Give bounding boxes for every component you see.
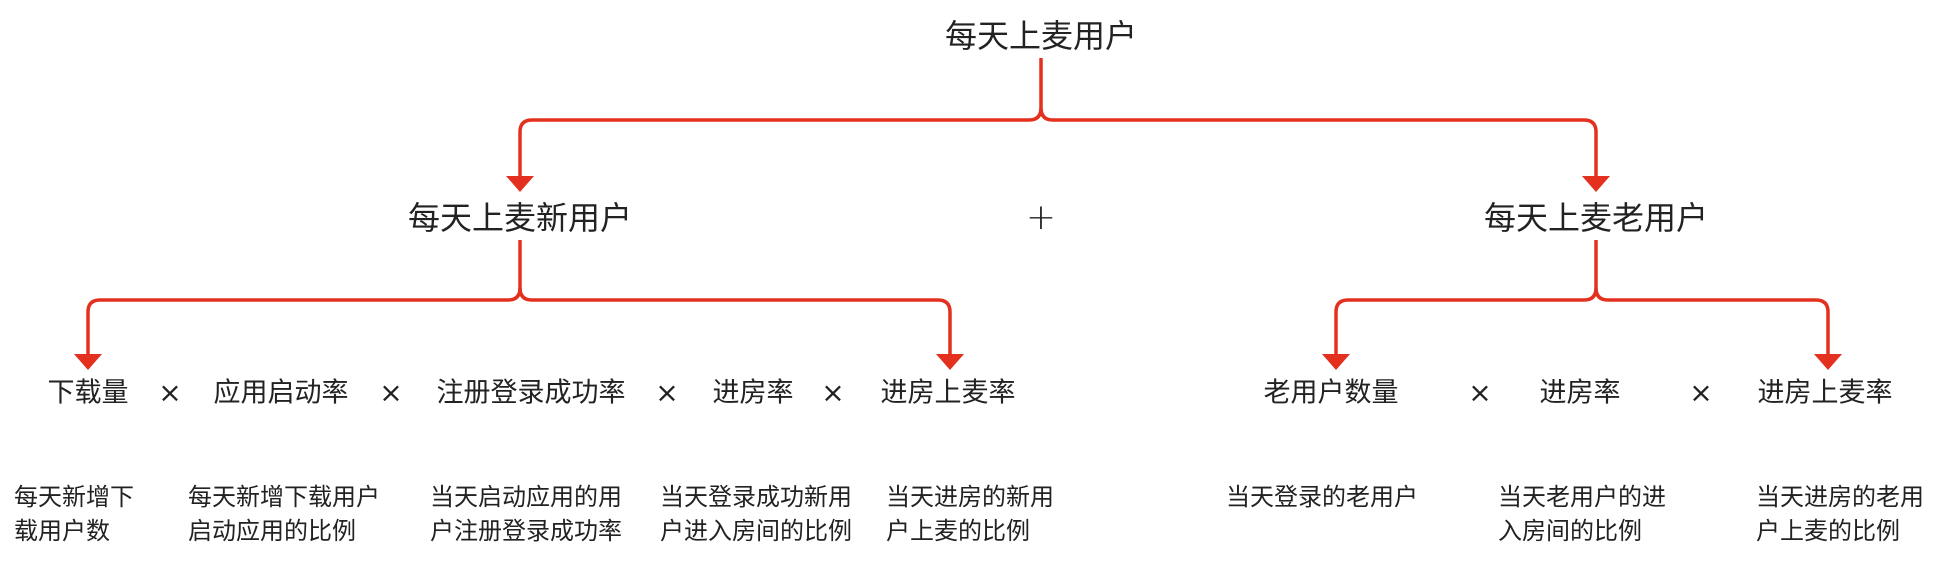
- desc-line: 户进入房间的比例: [660, 517, 852, 545]
- desc-line: 每天新增下: [14, 483, 134, 511]
- new-users-node: 每天上麦新用户: [407, 199, 633, 237]
- desc-line: 当天老用户的进: [1498, 483, 1666, 511]
- desc-old-enter-mic-rate: 当天进房的老用 户上麦的比例: [1756, 480, 1924, 548]
- desc-old-user-count: 当天登录的老用户: [1226, 480, 1418, 514]
- factor-app-launch-rate: 应用启动率: [213, 377, 349, 409]
- desc-line: 当天登录的老用户: [1226, 483, 1418, 511]
- factor-old-enter-mic-rate: 进房上麦率: [1757, 377, 1893, 409]
- times-operator: ×: [158, 376, 182, 409]
- desc-line: 当天进房的新用: [886, 483, 1054, 511]
- desc-app-launch-rate: 每天新增下载用户 启动应用的比例: [188, 480, 380, 548]
- desc-old-enter-room-rate: 当天老用户的进 入房间的比例: [1498, 480, 1666, 548]
- factor-old-enter-room-rate: 进房率: [1539, 377, 1621, 409]
- arrowhead-download: [74, 354, 102, 370]
- plus-operator: +: [1025, 197, 1057, 238]
- desc-line: 载用户数: [14, 517, 110, 545]
- desc-line: 户上麦的比例: [886, 517, 1030, 545]
- factor-enter-room-rate: 进房率: [712, 377, 794, 409]
- connector-new-to-download: [86, 240, 522, 356]
- times-operator: ×: [821, 376, 845, 409]
- desc-line: 每天新增下载用户: [188, 483, 380, 511]
- connector-new-to-enter-mic: [518, 287, 952, 356]
- factor-register-login-rate: 注册登录成功率: [436, 377, 626, 409]
- desc-register-login-rate: 当天启动应用的用 户注册登录成功率: [430, 480, 622, 548]
- connector-root-to-old: [1039, 107, 1598, 178]
- factor-download-count: 下载量: [47, 377, 129, 409]
- factor-enter-mic-rate: 进房上麦率: [880, 377, 1016, 409]
- desc-line: 当天进房的老用: [1756, 483, 1924, 511]
- desc-line: 户注册登录成功率: [430, 517, 622, 545]
- arrowhead-old-count: [1322, 354, 1350, 370]
- desc-line: 当天启动应用的用: [430, 483, 622, 511]
- old-users-node: 每天上麦老用户: [1483, 199, 1709, 237]
- connector-old-to-enter-mic: [1594, 287, 1830, 356]
- connector-root-to-new: [518, 58, 1043, 178]
- arrowhead-old-enter-mic: [1814, 354, 1842, 370]
- root-node: 每天上麦用户: [944, 17, 1138, 55]
- times-operator: ×: [379, 376, 403, 409]
- desc-line: 当天登录成功新用: [660, 483, 852, 511]
- desc-enter-mic-rate: 当天进房的新用 户上麦的比例: [886, 480, 1054, 548]
- desc-enter-room-rate: 当天登录成功新用 户进入房间的比例: [660, 480, 852, 548]
- desc-line: 入房间的比例: [1498, 517, 1642, 545]
- desc-line: 启动应用的比例: [188, 517, 356, 545]
- times-operator: ×: [1689, 376, 1713, 409]
- factor-old-user-count: 老用户数量: [1263, 377, 1399, 409]
- arrowhead-new: [506, 176, 534, 192]
- times-operator: ×: [655, 376, 679, 409]
- times-operator: ×: [1468, 376, 1492, 409]
- arrowhead-new-enter-mic: [936, 354, 964, 370]
- desc-line: 户上麦的比例: [1756, 517, 1900, 545]
- arrowhead-old: [1582, 176, 1610, 192]
- connector-old-to-count: [1334, 240, 1598, 356]
- desc-download-count: 每天新增下 载用户数: [14, 480, 134, 548]
